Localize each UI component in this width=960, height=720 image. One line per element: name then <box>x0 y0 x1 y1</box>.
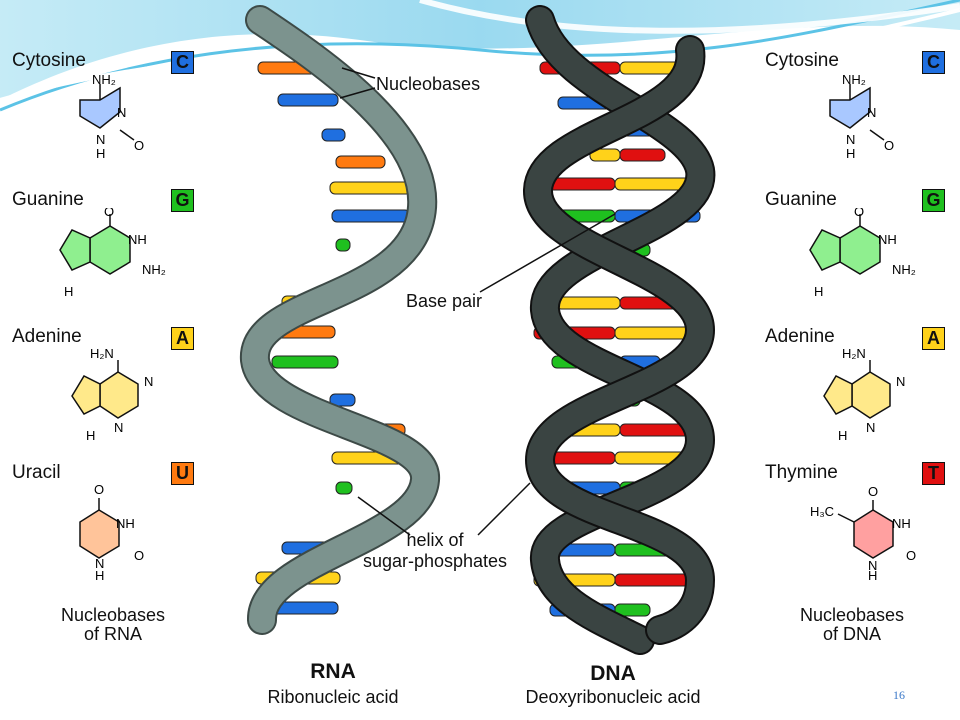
dna-base <box>614 603 651 617</box>
mol-label: N <box>868 558 877 573</box>
nucleobases-annotation: Nucleobases <box>376 74 481 94</box>
dna-backbone-strand-b-fill <box>525 37 714 643</box>
rna-subtitle: Ribonucleic acid <box>267 687 399 707</box>
guanine-molecule: O NH NH₂ H <box>809 208 916 299</box>
mol-label: NH₂ <box>92 72 116 87</box>
mol-label: N <box>866 420 875 435</box>
dna-base <box>555 296 621 310</box>
mol-label: O <box>94 482 104 497</box>
uracil-label: Uracil <box>12 462 61 483</box>
helix-annotation-line: sugar-phosphates <box>362 551 508 571</box>
mol-label: N <box>114 420 123 435</box>
dna-nucleobases-caption: Nucleobases of DNA <box>772 606 932 644</box>
mol-label: H <box>838 428 847 443</box>
mol-label: H <box>86 428 95 443</box>
mol-label: O <box>884 138 894 153</box>
mol-label: NH₂ <box>892 262 916 277</box>
rna-base <box>329 393 356 407</box>
caption-line: Nucleobases <box>799 605 905 625</box>
rna-backbone-strand-fill <box>242 7 438 633</box>
mol-label: NH <box>128 232 147 247</box>
rna-base <box>321 128 346 142</box>
mol-label: NH <box>878 232 897 247</box>
uracil-badge: U <box>171 462 194 485</box>
dna-subtitle: Deoxyribonucleic acid <box>525 687 701 707</box>
nucleobases-arrow-1 <box>341 67 376 79</box>
rna-base <box>331 209 411 223</box>
header-swoosh-decoration <box>0 0 960 112</box>
rna-base <box>277 93 339 107</box>
mol-label: H <box>868 568 877 580</box>
guanine-label: Guanine <box>765 189 837 210</box>
cytosine-molecule: NH₂ N N H O <box>829 72 894 161</box>
caption-line: of DNA <box>822 624 882 644</box>
helix-annotation: helix of sugar-phosphates <box>335 530 535 572</box>
base-pair-annotation: Base pair <box>406 291 483 311</box>
nucleobases-arrow-2 <box>339 87 376 99</box>
guanine-label: Guanine <box>12 189 84 210</box>
dna-backbone-strand-a-fill <box>527 7 714 653</box>
helix-annotation-line: helix of <box>406 530 464 550</box>
adenine-badge: A <box>922 327 945 350</box>
cytosine-badge: C <box>171 51 194 74</box>
mol-label: N <box>867 105 876 120</box>
cytosine-badge: C <box>922 51 945 74</box>
cytosine-label: Cytosine <box>765 50 839 71</box>
mol-label: N <box>95 556 104 571</box>
thymine-badge: T <box>922 462 945 485</box>
adenine-molecule: H₂N N N H <box>823 346 905 443</box>
mol-label: NH₂ <box>842 72 866 87</box>
adenine-badge: A <box>171 327 194 350</box>
mol-label: H <box>96 146 105 161</box>
uracil-molecule: O NH O N H <box>79 482 144 580</box>
rna-title: RNA <box>310 660 356 683</box>
mol-label: N <box>896 374 905 389</box>
mol-label: N <box>96 132 105 147</box>
base-pair-arrow <box>479 213 616 293</box>
mol-label: H₃C <box>810 504 834 519</box>
rna-helix-arrow <box>357 496 411 536</box>
mol-label: H <box>846 146 855 161</box>
mol-label: O <box>906 548 916 563</box>
mol-label: N <box>117 105 126 120</box>
cytosine-molecule: NH₂ N N H O <box>79 72 144 161</box>
mol-label: H₂N <box>842 346 866 361</box>
mol-label: H <box>64 284 73 299</box>
adenine-label: Adenine <box>12 326 82 347</box>
caption-line: of RNA <box>83 624 143 644</box>
rna-base <box>335 238 351 252</box>
guanine-badge: G <box>922 189 945 212</box>
mol-label: O <box>104 208 114 219</box>
rna-base <box>271 355 339 369</box>
rna-base <box>329 181 416 195</box>
dna-helix-arrow <box>477 482 531 536</box>
mol-label: H <box>814 284 823 299</box>
rna-base <box>335 481 353 495</box>
rna-base <box>335 155 386 169</box>
dna-title: DNA <box>590 662 636 685</box>
thymine-label: Thymine <box>765 462 838 483</box>
rna-nucleobases-caption: Nucleobases of RNA <box>33 606 193 644</box>
dna-base <box>619 148 666 162</box>
mol-label: O <box>134 138 144 153</box>
page-number: 16 <box>893 688 905 702</box>
mol-label: NH <box>116 516 135 531</box>
thymine-molecule: O H₃C NH O N H <box>810 484 916 580</box>
guanine-molecule: O NH NH₂ H <box>59 208 166 299</box>
mol-label: H₂N <box>90 346 114 361</box>
mol-label: NH <box>892 516 911 531</box>
cytosine-label: Cytosine <box>12 50 86 71</box>
adenine-label: Adenine <box>765 326 835 347</box>
guanine-badge: G <box>171 189 194 212</box>
caption-line: Nucleobases <box>60 605 166 625</box>
mol-label: O <box>854 208 864 219</box>
mol-label: O <box>868 484 878 499</box>
mol-label: N <box>144 374 153 389</box>
mol-label: O <box>134 548 144 563</box>
mol-label: NH₂ <box>142 262 166 277</box>
mol-label: N <box>846 132 855 147</box>
mol-label: H <box>95 568 104 580</box>
adenine-molecule: H₂N N N H <box>71 346 153 443</box>
